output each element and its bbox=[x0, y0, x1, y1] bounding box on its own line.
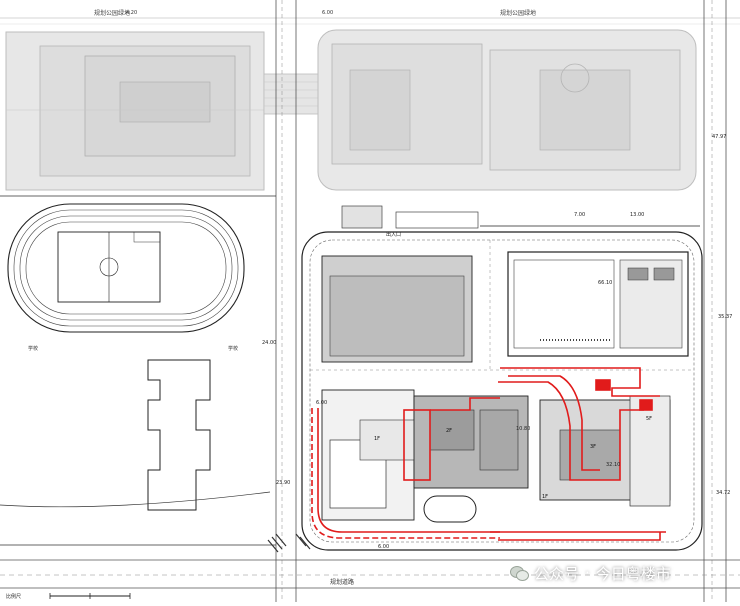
dim-top-4: 13.00 bbox=[630, 212, 644, 218]
dim-bottom-1: 6.00 bbox=[378, 544, 389, 550]
building-label-3: 3F bbox=[590, 444, 596, 450]
bottom-road bbox=[0, 559, 740, 589]
watermark: 公众号 · 今日粤楼市 bbox=[510, 560, 671, 586]
label-left-2: 学校 bbox=[228, 345, 238, 352]
dim-mid-4: 6.00 bbox=[316, 400, 327, 406]
scale-label: 比例尺 bbox=[6, 593, 21, 600]
dim-left-1: 24.00 bbox=[262, 340, 276, 346]
dim-mid-1: 66.10 bbox=[598, 280, 612, 286]
building-label-5: 5F bbox=[646, 416, 652, 422]
scale-bar bbox=[49, 593, 131, 599]
zebra-crossing bbox=[267, 533, 311, 553]
gate-label: 出入口 bbox=[386, 231, 401, 238]
watermark-dot: · bbox=[585, 564, 590, 582]
dim-top-1: 4.20 bbox=[126, 10, 137, 16]
dim-top-2: 6.00 bbox=[322, 10, 333, 16]
dim-right-3: 34.72 bbox=[716, 490, 730, 496]
dim-top-3: 7.00 bbox=[574, 212, 585, 218]
park-label-north-right: 规划公园绿地 bbox=[500, 9, 536, 17]
dim-right-1: 47.97 bbox=[712, 134, 726, 140]
vertical-roads bbox=[275, 0, 727, 602]
label-left-1: 学校 bbox=[28, 345, 38, 352]
dim-left-2: 23.90 bbox=[276, 480, 290, 486]
dim-mid-2: 32.10 bbox=[606, 462, 620, 468]
building-label-4: 1F bbox=[542, 494, 548, 500]
red-boundary bbox=[311, 367, 666, 541]
road-label-bottom: 规划道路 bbox=[330, 578, 354, 586]
park-label-north-left: 规划公园绿地 bbox=[94, 9, 130, 17]
running-track bbox=[7, 203, 245, 333]
main-site bbox=[301, 205, 703, 551]
building-label-2: 2F bbox=[446, 428, 452, 434]
wechat-icon bbox=[510, 565, 529, 581]
school-building-left bbox=[147, 359, 211, 511]
building-label-1: 1F bbox=[374, 436, 380, 442]
watermark-name: 今日粤楼市 bbox=[595, 564, 671, 583]
dim-right-2: 35.37 bbox=[718, 314, 732, 320]
watermark-prefix: 公众号 bbox=[534, 564, 580, 583]
dim-mid-3: 10.80 bbox=[516, 426, 530, 432]
